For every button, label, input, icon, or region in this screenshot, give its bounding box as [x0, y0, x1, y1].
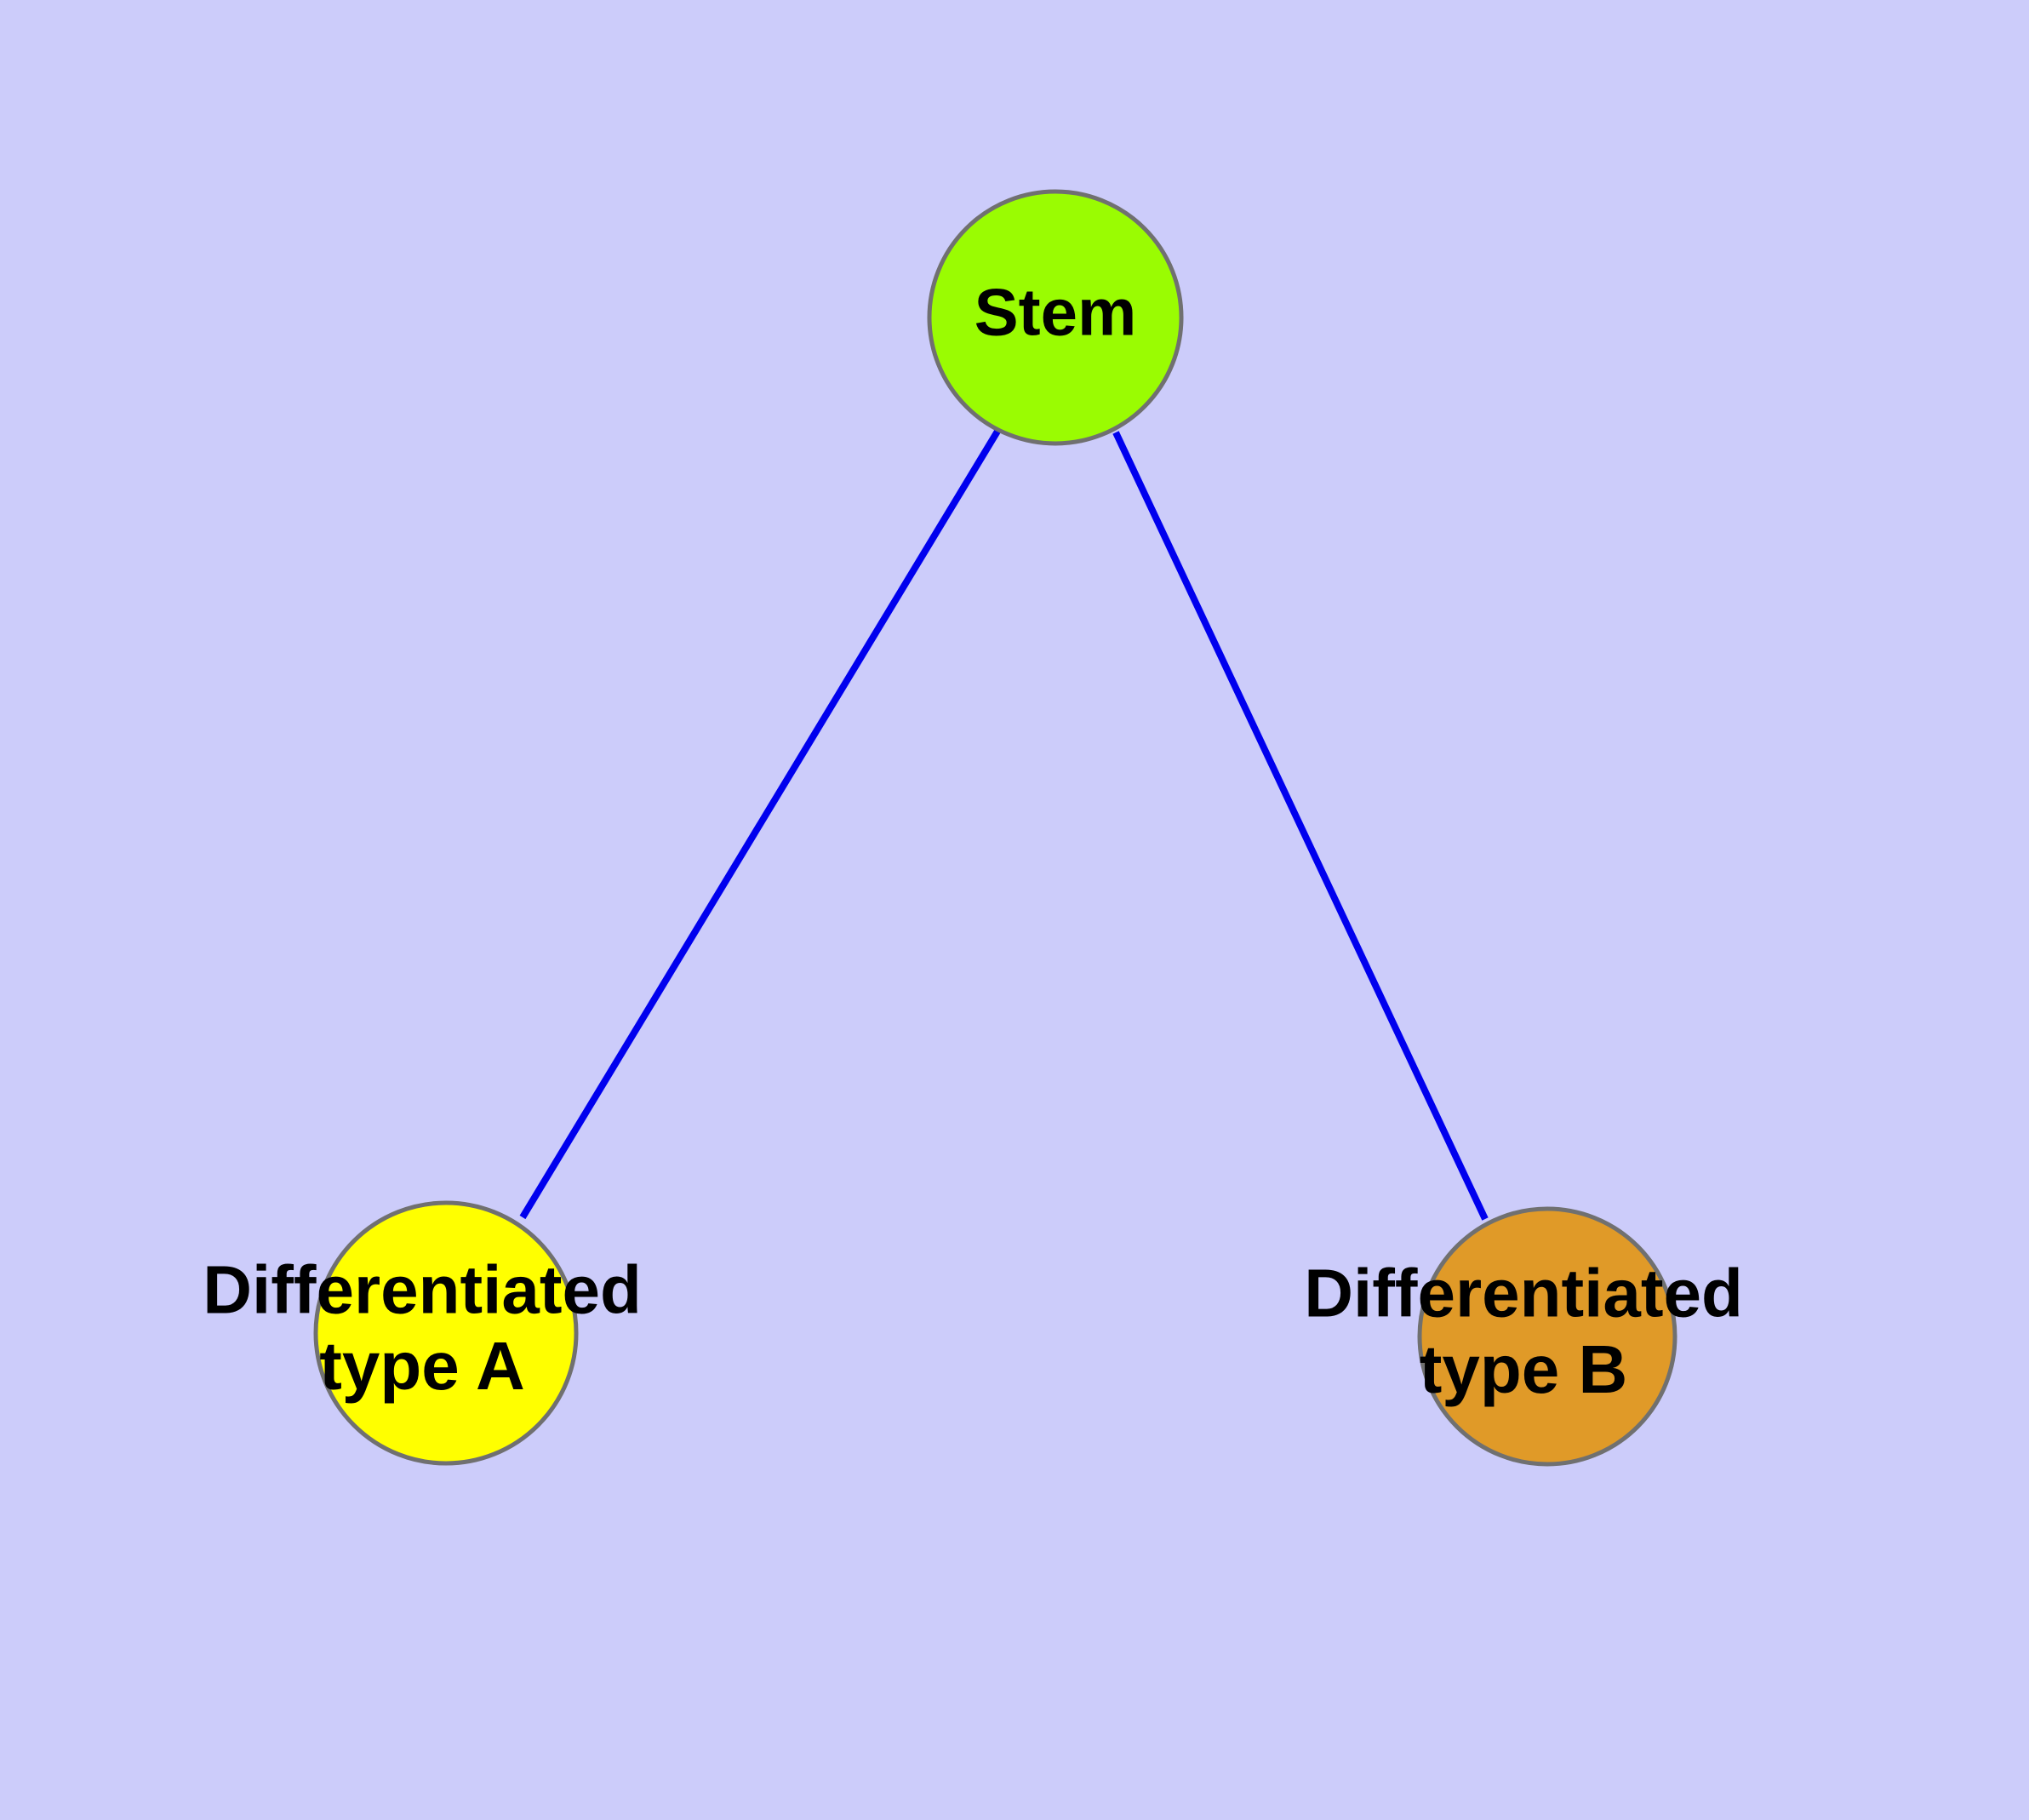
- node-diff-b-label-line-1: Differentiated: [1304, 1255, 1743, 1331]
- node-layer: Stem Differentiated type A Differentiate…: [203, 189, 1743, 1467]
- node-diff-a-circle[interactable]: [313, 1200, 579, 1466]
- node-stem-label: Stem: [974, 275, 1137, 350]
- edge-layer: [519, 427, 1489, 1221]
- edge-stem-to-diff-a[interactable]: [519, 427, 1002, 1220]
- node-stem[interactable]: Stem: [927, 189, 1184, 446]
- node-diff-b[interactable]: Differentiated type B: [1304, 1206, 1743, 1467]
- edge-stem-to-diff-b[interactable]: [1112, 431, 1489, 1221]
- node-diff-a[interactable]: Differentiated type A: [203, 1200, 642, 1466]
- node-diff-b-label-line-2: type B: [1420, 1331, 1628, 1407]
- node-stem-circle[interactable]: [927, 189, 1184, 446]
- node-diff-a-label-line-1: Differentiated: [203, 1251, 642, 1327]
- node-diff-a-label-line-2: type A: [319, 1328, 525, 1404]
- node-diff-b-circle[interactable]: [1417, 1206, 1677, 1467]
